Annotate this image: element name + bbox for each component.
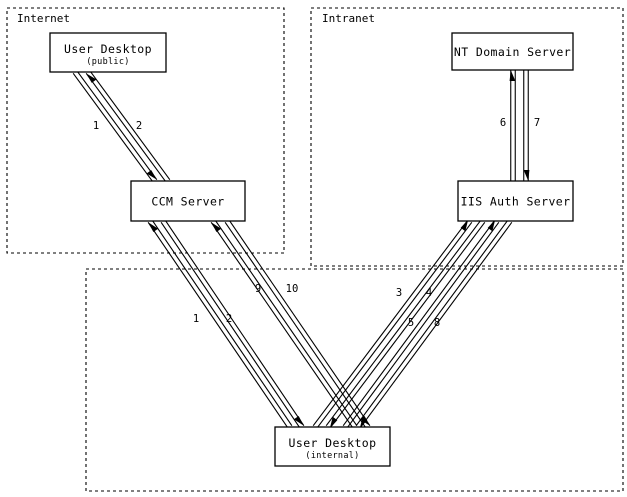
node-box[interactable] bbox=[130, 180, 246, 222]
connector-rail bbox=[151, 219, 293, 427]
connector-rail bbox=[214, 219, 358, 427]
connector-edge-2-public bbox=[85, 70, 171, 183]
node-user-desktop-public[interactable]: User Desktop(public) bbox=[49, 32, 167, 73]
zone-boundary-internal-lan bbox=[85, 268, 624, 492]
edge-label-edge-9: 9 bbox=[255, 283, 261, 295]
connector-edge-5 bbox=[342, 219, 500, 429]
node-ccm-server[interactable]: CCM Server bbox=[130, 180, 246, 222]
arrowhead bbox=[211, 222, 222, 232]
node-user-desktop-internal[interactable]: User Desktop(internal) bbox=[274, 426, 391, 467]
connector-rail bbox=[89, 70, 171, 180]
edge-labels-layer: 1 2 6 7 1 2 9 10 3 4 5 8 bbox=[93, 117, 540, 329]
connector-rail bbox=[224, 221, 367, 429]
connector-edge-2-internal bbox=[160, 219, 305, 429]
arrowhead bbox=[487, 219, 496, 232]
zones-layer: Internet Intranet bbox=[6, 7, 624, 492]
node-title: NT Domain Server bbox=[454, 45, 571, 59]
node-title: User Desktop bbox=[289, 436, 377, 450]
node-iis-auth-server[interactable]: IIS Auth Server bbox=[457, 180, 574, 222]
arrowhead bbox=[523, 170, 530, 181]
edge-label-edge-3: 3 bbox=[396, 287, 402, 299]
edge-label-edge-8: 8 bbox=[434, 317, 440, 329]
connector-rail bbox=[316, 222, 473, 429]
connector-rail bbox=[359, 222, 513, 429]
connector-rail bbox=[147, 221, 289, 429]
connector-edge-7 bbox=[523, 70, 530, 181]
node-subtitle: (public) bbox=[86, 57, 129, 67]
node-title: CCM Server bbox=[151, 195, 224, 209]
node-box[interactable] bbox=[451, 32, 574, 71]
edges-layer bbox=[72, 70, 530, 429]
connector-rail bbox=[85, 73, 167, 183]
edge-label-edge-10: 10 bbox=[286, 283, 299, 295]
node-subtitle: (internal) bbox=[305, 451, 359, 461]
arrowhead bbox=[148, 222, 159, 233]
connector-rail bbox=[312, 219, 469, 426]
node-box[interactable] bbox=[49, 32, 167, 73]
edge-label-edge-1-public: 1 bbox=[93, 120, 99, 132]
connector-rail bbox=[72, 73, 154, 183]
connector-edge-4 bbox=[325, 219, 486, 429]
arrowhead bbox=[359, 416, 368, 429]
edge-label-edge-7: 7 bbox=[534, 117, 540, 129]
node-nt-domain-server[interactable]: NT Domain Server bbox=[451, 32, 574, 71]
connector-rail bbox=[329, 222, 486, 429]
connector-rail bbox=[210, 221, 354, 429]
edge-label-edge-1-internal: 1 bbox=[193, 313, 199, 325]
connector-edge-6 bbox=[509, 70, 516, 181]
connector-rail bbox=[76, 70, 158, 180]
node-box[interactable] bbox=[457, 180, 574, 222]
node-box[interactable] bbox=[274, 426, 391, 467]
connector-rail bbox=[342, 219, 496, 426]
edge-label-edge-4: 4 bbox=[426, 287, 432, 299]
zone-label-intranet: Intranet bbox=[322, 12, 375, 25]
node-title: IIS Auth Server bbox=[461, 195, 571, 209]
connector-rail bbox=[160, 221, 301, 429]
edge-label-edge-5: 5 bbox=[408, 317, 414, 329]
edge-label-edge-2-public: 2 bbox=[136, 120, 142, 132]
connector-rail bbox=[346, 222, 500, 429]
zone-label-internet: Internet bbox=[17, 12, 70, 25]
connector-rail bbox=[164, 219, 305, 427]
connector-rail bbox=[325, 219, 482, 426]
arrowhead bbox=[509, 70, 516, 81]
connector-rail bbox=[355, 219, 509, 426]
arrowhead bbox=[329, 416, 338, 429]
connector-edge-1-public bbox=[72, 70, 158, 183]
connector-edge-3 bbox=[312, 219, 473, 429]
arrowhead bbox=[293, 415, 304, 426]
arrowhead bbox=[460, 219, 469, 232]
connector-edge-1-internal bbox=[147, 219, 293, 429]
edge-label-edge-2-internal: 2 bbox=[226, 313, 232, 325]
arrowhead bbox=[146, 170, 157, 180]
node-title: User Desktop bbox=[64, 42, 152, 56]
zone-boundary-internet bbox=[6, 7, 285, 254]
connector-edge-9 bbox=[210, 219, 358, 429]
edge-label-edge-6: 6 bbox=[500, 117, 506, 129]
connector-rail bbox=[228, 219, 371, 427]
connector-edge-8 bbox=[355, 219, 513, 429]
arrowhead bbox=[86, 73, 97, 83]
